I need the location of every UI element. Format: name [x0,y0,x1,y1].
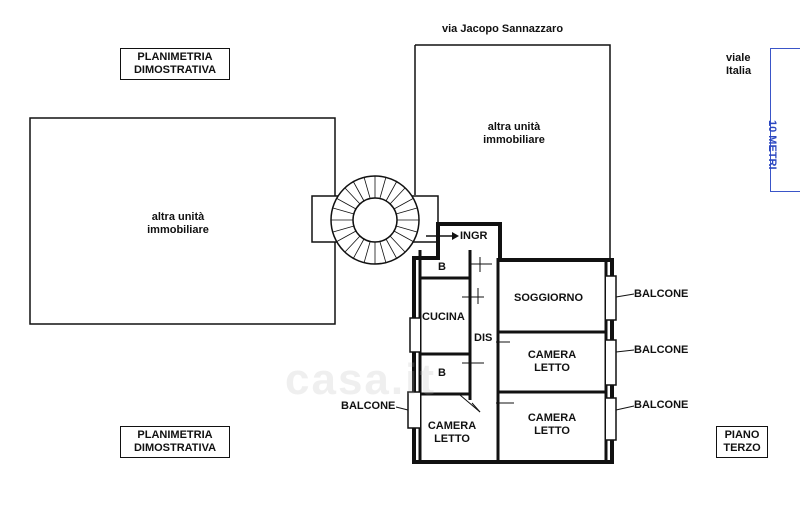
room-dis: DIS [474,332,493,344]
balcony-leaders [395,293,635,411]
balcony-bumps [407,275,617,441]
balcone-label-1: BALCONE [634,288,689,300]
room-camera-3: CAMERA LETTO [527,412,577,437]
room-camera-1: CAMERA LETTO [527,349,577,374]
other-unit-left-label: altra unità immobiliare [147,211,209,236]
other-unit-top-label: altra unità immobiliare [483,121,545,146]
balcone-label-2: BALCONE [634,344,689,356]
other-unit-top-outline [414,44,611,262]
balcone-label-4: BALCONE [341,400,396,412]
room-soggiorno: SOGGIORNO [514,292,584,304]
scale-bar [770,48,800,192]
title-bottom-box: PLANIMETRIA DIMOSTRATIVA [120,426,230,458]
room-camera-2: CAMERA LETTO [427,420,477,445]
room-cucina: CUCINA [422,311,465,323]
spiral-staircase-inner [352,197,398,243]
room-bagno-1: B [438,261,446,273]
apartment-walls [412,222,614,464]
room-ingr: INGR [460,230,488,242]
balcone-label-3: BALCONE [634,399,689,411]
street-top-label: via Jacopo Sannazzaro [442,23,564,35]
stair-treads [331,176,419,264]
watermark: casa.it [285,355,436,404]
door-marks [459,257,514,413]
street-right-label: viale Italia [726,52,752,77]
floor-label-box: PIANO TERZO [716,426,768,458]
entry-arrow [426,232,459,240]
room-bagno-2: B [438,367,446,379]
scale-label: 10 METRI [766,120,778,170]
title-top-box: PLANIMETRIA DIMOSTRATIVA [120,48,230,80]
